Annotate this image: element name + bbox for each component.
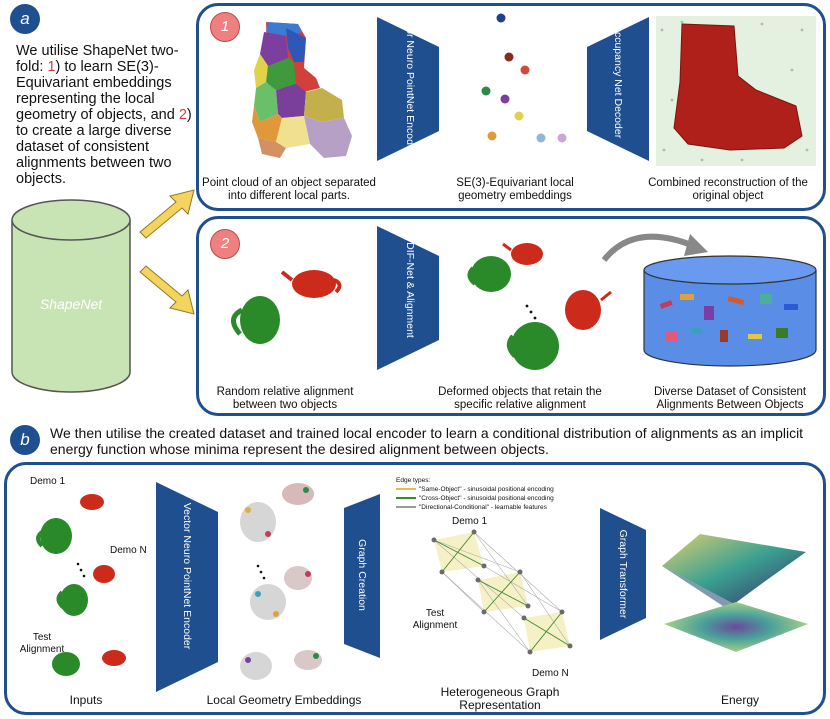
section-b-badge: b	[10, 425, 40, 455]
graph-demo-1-label: Demo 1	[452, 516, 488, 527]
difnet-block: DIF-Net & Alignment	[377, 226, 439, 370]
test-alignment-label-inputs: Test Alignment	[19, 632, 65, 655]
deformed-objects	[467, 242, 612, 370]
section-b-text: We then utilise the created dataset and …	[50, 425, 804, 457]
intro-text: We utilise ShapeNet two-fold: 1) to lear…	[16, 43, 192, 187]
demo-1-label: Demo 1	[30, 476, 66, 487]
input-objects	[36, 494, 126, 676]
intro-number-2: 2	[178, 107, 187, 123]
caption-inputs: Inputs	[69, 693, 103, 707]
segmented-point-cloud	[252, 22, 352, 158]
caption-energy: Energy	[720, 693, 760, 707]
heterogeneous-graph	[431, 529, 573, 655]
embedding-points	[481, 13, 567, 143]
caption-deformed-objects: Deformed objects that retain the specifi…	[438, 386, 602, 411]
caption-point-cloud: Point cloud of an object separated into …	[202, 177, 376, 202]
energy-landscape	[662, 534, 808, 652]
encoder-label-b: Vector Neuro PointNet Encoder	[181, 502, 193, 650]
section-a-badge: a	[10, 4, 40, 34]
encoder-label-1: Vector Neuro PointNet Encoder	[404, 7, 416, 155]
caption-random-alignment: Random relative alignment between two ob…	[216, 386, 354, 411]
arrow-to-panel-1	[139, 189, 195, 239]
edge-type-directional-label: "Directional-Conditional" - learnable fe…	[419, 504, 547, 511]
edge-type-directional: "Directional-Conditional" - learnable fe…	[396, 503, 596, 512]
edge-type-cross-object: "Cross-Object" - sinusoidal positional e…	[396, 494, 596, 503]
shapenet-label: ShapeNet	[39, 296, 103, 312]
caption-graph: Heterogeneous Graph Representation	[440, 685, 560, 712]
edge-types-title: Edge types:	[396, 477, 431, 484]
graph-transformer-block: Graph Transformer	[600, 508, 646, 640]
arrow-to-panel-2	[139, 265, 195, 315]
intro-pre: We utilise ShapeNet two-fold:	[16, 43, 179, 75]
panel-1-number: 1	[210, 12, 240, 42]
intro-mid: ) to learn SE(3)-Equivariant embeddings …	[16, 59, 179, 123]
edge-type-cross-label: "Cross-Object" - sinusoidal positional e…	[419, 495, 554, 502]
caption-local-embeddings: Local Geometry Embeddings	[206, 693, 362, 707]
caption-reconstruction: Combined reconstruction of the original …	[648, 177, 808, 202]
encoder-block-b: Vector Neuro PointNet Encoder	[156, 482, 218, 692]
edge-type-same-object: "Same-Object" - sinusoidal positional en…	[396, 485, 596, 494]
random-alignment-objects	[231, 270, 342, 344]
panel-2-number: 2	[210, 229, 240, 259]
reconstruction-volume	[656, 16, 816, 166]
dataset-curved-arrow	[601, 233, 708, 262]
graph-transformer-label: Graph Transformer	[617, 529, 629, 619]
intro-post: ) to create a large diverse dataset of c…	[16, 107, 192, 187]
caption-embeddings: SE(3)-Equivariant local geometry embeddi…	[456, 177, 574, 202]
edge-type-same-label: "Same-Object" - sinusoidal positional en…	[419, 486, 554, 493]
graph-creation-label: Graph Creation	[356, 539, 368, 611]
decoder-label-1: Occupancy Net Decoder	[612, 23, 624, 139]
caption-dataset: Diverse Dataset of Consistent Alignments…	[653, 386, 807, 411]
decoder-block-1: Occupancy Net Decoder	[587, 17, 649, 161]
shapenet-cylinder	[11, 199, 131, 393]
demo-n-label: Demo N	[110, 545, 147, 556]
edge-types-legend: Edge types: "Same-Object" - sinusoidal p…	[396, 476, 596, 512]
encoder-block-1: Vector Neuro PointNet Encoder	[377, 8, 439, 161]
local-embedding-objects	[240, 483, 322, 680]
panel-b	[4, 462, 826, 715]
difnet-label: DIF-Net & Alignment	[404, 242, 416, 338]
graph-creation-block: Graph Creation	[344, 494, 380, 658]
intro-number-1: 1	[47, 59, 56, 75]
graph-demo-n-label: Demo N	[532, 668, 569, 679]
test-alignment-label-graph: Test Alignment	[412, 608, 458, 631]
dataset-cylinder	[643, 255, 817, 367]
